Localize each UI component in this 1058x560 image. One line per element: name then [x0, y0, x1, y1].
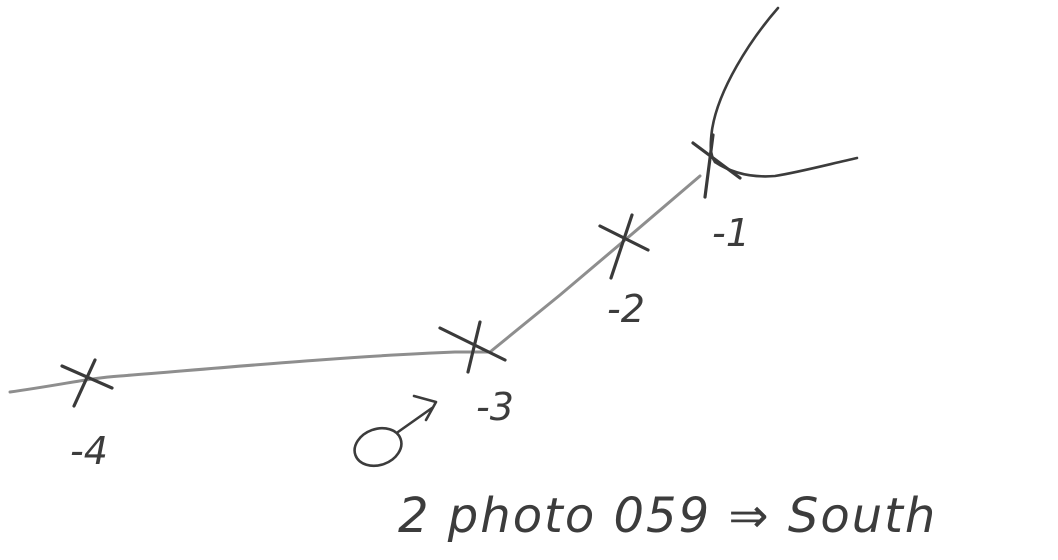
marker-1	[691, 133, 742, 199]
arrow-icon	[396, 406, 434, 434]
marker-4	[60, 358, 114, 408]
arrow-head	[412, 394, 438, 422]
cross-marker-stroke	[609, 213, 634, 280]
cross-marker-icon	[438, 326, 507, 362]
marker-2	[598, 213, 650, 280]
symbol-circle	[353, 426, 403, 468]
male-symbol-icon	[353, 394, 438, 468]
marker-label-3: -3	[476, 385, 514, 429]
marker-label-2: -2	[607, 287, 645, 331]
marker-label-4: -4	[70, 429, 108, 473]
marker-3	[438, 320, 507, 374]
marker-label-1: -1	[712, 211, 750, 255]
route-line	[8, 174, 702, 394]
cross-marker-stroke	[703, 133, 715, 199]
cross-marker-stroke	[72, 358, 97, 408]
handwritten-note: 2 photo 059 ⇒ South	[398, 488, 937, 544]
cross-marker-stroke	[466, 320, 482, 374]
cross-marker-icon	[691, 141, 742, 180]
